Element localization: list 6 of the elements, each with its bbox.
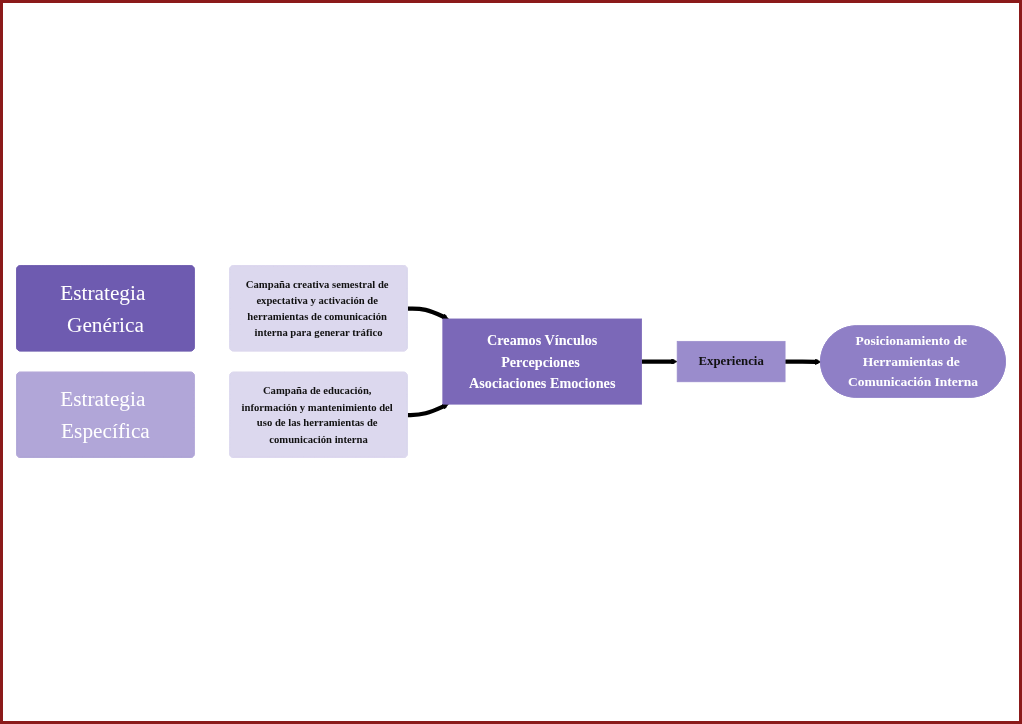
- node-box: Experiencia: [676, 341, 786, 383]
- arrow: [641, 358, 678, 366]
- arrow: [785, 359, 822, 366]
- arrow: [407, 403, 449, 418]
- arrow: [407, 306, 449, 321]
- node-box: Creamos Vínculos Percepciones Asociaciones Emociones: [442, 319, 642, 405]
